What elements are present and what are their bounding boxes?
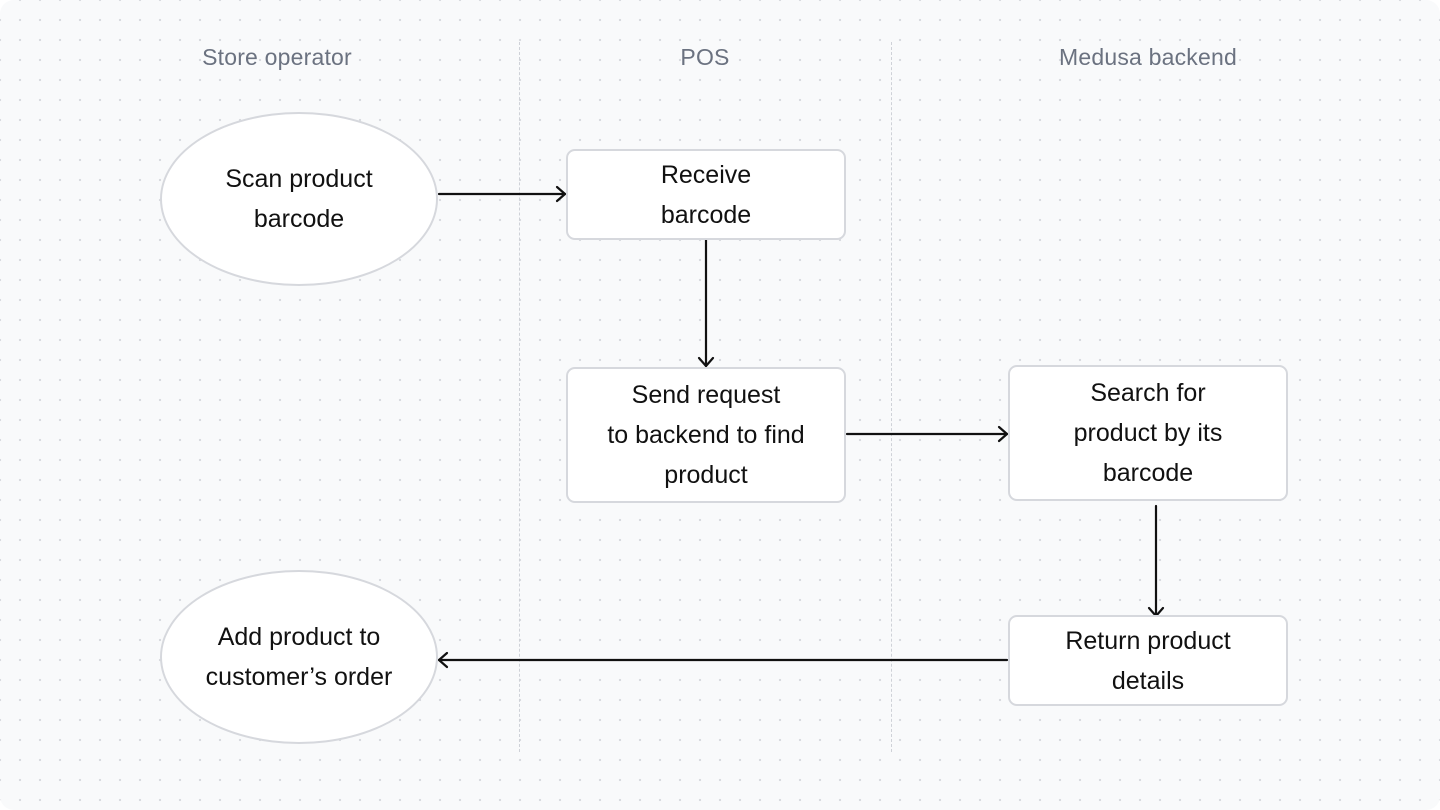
lane-divider-2	[891, 42, 892, 752]
lane-label-pos: POS	[680, 44, 730, 70]
arrow-receive-to-send	[697, 238, 715, 368]
lane-label-medusa-backend: Medusa backend	[1059, 44, 1237, 70]
arrow-send-to-search	[845, 425, 1009, 443]
node-add-product-to-order: Add product to customer’s order	[160, 570, 438, 744]
node-add-product-to-order-label: Add product to customer’s order	[205, 623, 393, 691]
node-return-product-details-label: Return product details	[1065, 626, 1231, 695]
arrow-search-to-return	[1147, 504, 1165, 618]
node-return-product-details: Return product details	[1008, 615, 1288, 706]
arrow-return-to-add	[437, 651, 1009, 669]
lane-divider-1	[519, 42, 520, 752]
arrow-scan-to-receive	[437, 185, 567, 203]
node-send-request: Send request to backend to find product	[566, 367, 846, 503]
node-scan-product-barcode-label: Scan product barcode	[225, 165, 373, 233]
node-send-request-label: Send request to backend to find product	[607, 381, 805, 489]
node-search-product-label: Search for product by its barcode	[1073, 379, 1223, 487]
node-receive-barcode: Receive barcode	[566, 149, 846, 240]
node-search-product: Search for product by its barcode	[1008, 365, 1288, 501]
node-receive-barcode-label: Receive barcode	[660, 160, 752, 229]
node-scan-product-barcode: Scan product barcode	[160, 112, 438, 286]
lane-label-store-operator: Store operator	[202, 44, 352, 70]
